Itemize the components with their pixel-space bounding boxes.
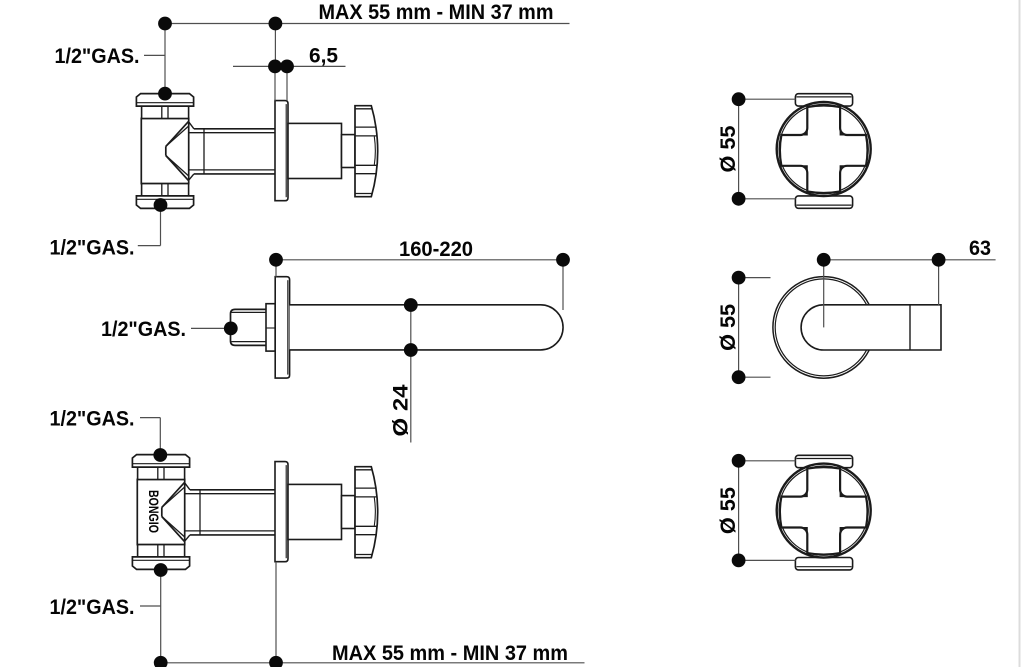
bottom-valve-side-view: BONGIO	[131, 453, 379, 571]
dimension-dot	[731, 270, 746, 285]
handle-side	[354, 104, 379, 198]
gas-label: 1/2"GAS.	[50, 407, 135, 430]
dim-escutcheon-top-label: Ø 55	[717, 125, 740, 172]
cartridge-sleeve	[287, 122, 343, 180]
gas-label-1: 1/2"GAS.	[55, 45, 165, 68]
dimension-dot	[731, 553, 746, 568]
spout-collar	[265, 302, 276, 352]
gas-label-4: 1/2"GAS.	[50, 407, 168, 462]
dim-spout-diameter: Ø 24	[390, 298, 418, 443]
dim-escutcheon-middle: Ø 55	[717, 270, 771, 385]
gas-label: 1/2"GAS.	[101, 318, 186, 341]
dim-escutcheon-bottom-label: Ø 55	[717, 487, 740, 534]
dim-spout-projection-label: 63	[969, 237, 991, 260]
dim-spout-length: 160-220	[269, 238, 570, 310]
dimension-dot	[403, 298, 418, 312]
gas-label-5: 1/2"GAS.	[50, 596, 161, 619]
bottom-nut	[140, 182, 190, 197]
dimension-dot	[153, 198, 168, 212]
dim-spout-diameter-label: Ø 24	[390, 384, 413, 436]
dimension-dot	[269, 655, 283, 667]
dim-spout-projection: 63	[816, 237, 996, 328]
dimension-dot	[403, 343, 418, 357]
dimension-dot	[158, 86, 172, 101]
gas-label: 1/2"GAS.	[50, 596, 135, 619]
brand-label: BONGIO	[146, 490, 161, 533]
bottom-port-cap	[794, 556, 854, 571]
spout-side-view	[229, 275, 564, 379]
dimension-dot	[153, 448, 168, 462]
wall-plate	[274, 460, 289, 563]
dimension-dot	[268, 59, 282, 74]
spout-tube	[289, 304, 564, 351]
top-nut	[136, 466, 186, 481]
gas-label-2: 1/2"GAS.	[50, 86, 172, 259]
cartridge-sleeve	[287, 483, 343, 541]
top-nut	[140, 105, 190, 120]
dimension-dot	[269, 252, 283, 267]
dimension-dot	[731, 92, 746, 107]
dimension-dot	[816, 252, 831, 267]
gas-label: 1/2"GAS.	[50, 236, 135, 259]
dimension-dot	[268, 16, 283, 31]
dimension-dot	[153, 655, 168, 667]
dim-escutcheon-top: Ø 55	[717, 92, 796, 206]
dim-max-min-bottom-label: MAX 55 mm - MIN 37 mm	[332, 642, 568, 665]
handle-stem	[340, 494, 356, 530]
dimension-dot	[931, 252, 946, 267]
bottom-nut	[136, 543, 186, 558]
dim-max-min-top: MAX 55 mm - MIN 37 mm	[158, 1, 570, 94]
dimension-dot	[280, 59, 294, 74]
gas-label-3: 1/2"GAS.	[101, 318, 238, 341]
spout-wall-plate	[274, 275, 291, 379]
dim-plate-thickness-label: 6,5	[309, 45, 338, 68]
dimension-dot	[153, 563, 168, 577]
dimension-dot	[223, 321, 238, 336]
dimension-dot	[556, 252, 570, 267]
top-valve-side-view	[135, 92, 379, 210]
handle-side	[354, 465, 379, 559]
dimension-dot	[731, 191, 746, 206]
spout-front-view	[772, 275, 942, 379]
gas-label: 1/2"GAS.	[55, 45, 140, 68]
dimension-dot	[158, 16, 172, 31]
dim-plate-thickness: 6,5	[233, 45, 346, 101]
wall-plate	[274, 99, 289, 202]
dim-max-min-bottom: MAX 55 mm - MIN 37 mm	[153, 561, 585, 667]
dim-spout-length-label: 160-220	[399, 238, 473, 261]
bottom-port-cap	[794, 195, 854, 210]
spout-tube-front	[800, 304, 942, 351]
dim-escutcheon-bottom: Ø 55	[717, 453, 796, 568]
handle-stem	[340, 133, 356, 169]
dimension-dot	[731, 453, 746, 468]
dim-max-min-top-label: MAX 55 mm - MIN 37 mm	[319, 1, 554, 24]
dimension-dot	[731, 370, 746, 385]
bottom-handle-front-view	[775, 454, 872, 571]
top-handle-front-view	[775, 92, 872, 210]
dim-escutcheon-middle-label: Ø 55	[717, 304, 740, 351]
